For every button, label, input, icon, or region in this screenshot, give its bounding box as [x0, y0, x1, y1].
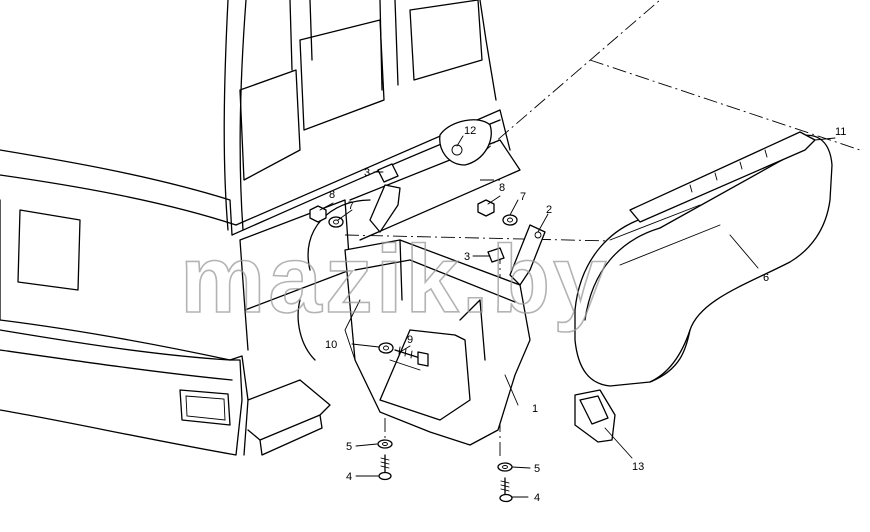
callout-9: 9 [407, 334, 413, 346]
part-washer-right [497, 462, 513, 472]
part-mud-guard [344, 239, 531, 446]
part-screw-right [499, 477, 513, 503]
part-clip-right [487, 247, 505, 263]
part-screw-left [378, 454, 392, 481]
callout-7: 7 [348, 200, 354, 212]
callout-4: 4 [346, 471, 352, 483]
callout-3: 3 [464, 251, 470, 263]
part-nut-right [477, 199, 495, 217]
callout-labels: 1 2 3 3 4 4 5 5 6 7 7 8 8 9 10 11 12 13 [325, 125, 846, 504]
callout-3: 3 [364, 167, 370, 179]
callout-4: 4 [534, 492, 540, 504]
callout-1: 1 [532, 403, 538, 415]
watermark: mazik.by [180, 226, 610, 333]
part-washer-left [377, 439, 393, 449]
callout-8: 8 [499, 182, 505, 194]
part-clip-left [377, 163, 399, 183]
callout-leaders [319, 135, 836, 498]
part-clip-bracket-left [369, 184, 401, 233]
part-plug [439, 119, 492, 166]
callout-5: 5 [534, 463, 540, 475]
part-washer-nut-left [328, 216, 344, 228]
part-wheel-arch-extension [574, 134, 833, 387]
part-nut-left [309, 205, 327, 223]
part-bolt [394, 346, 429, 367]
callout-10: 10 [325, 339, 337, 351]
callout-6: 6 [763, 272, 769, 284]
part-washer-nut-right [502, 214, 518, 226]
part-washer-bolt [378, 342, 394, 354]
callout-2: 2 [546, 204, 552, 216]
callout-7: 7 [520, 191, 526, 203]
part-mount-plate [574, 389, 616, 443]
part-trim-strip [629, 131, 816, 223]
callout-12: 12 [464, 125, 476, 137]
callout-8: 8 [329, 189, 335, 201]
callout-13: 13 [632, 461, 644, 473]
callout-11: 11 [835, 126, 846, 138]
callout-5: 5 [346, 441, 352, 453]
